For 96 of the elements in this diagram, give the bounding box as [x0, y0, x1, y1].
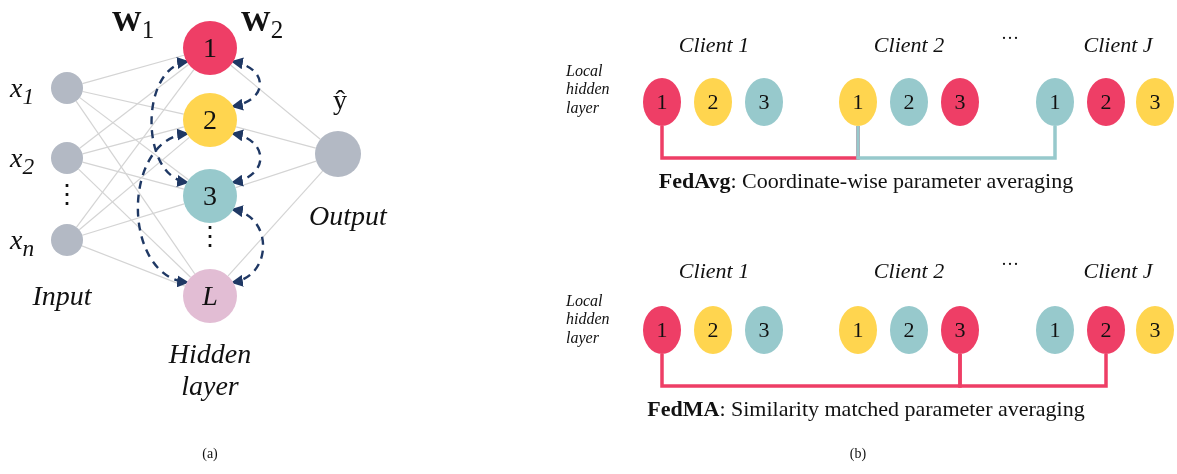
neuron-ellipse: [694, 78, 732, 126]
ellipsis-dots: ⋮: [54, 180, 80, 210]
neuron-ellipse: [1136, 78, 1174, 126]
matching-bracket-line: [958, 354, 1108, 388]
connection-line: [81, 161, 185, 190]
permutation-arrow: [136, 130, 190, 286]
neuron-number: 1: [852, 91, 864, 113]
input-label: x$_{2}$: [9, 142, 35, 180]
neuron-number: 2: [707, 91, 719, 113]
output-neuron: [315, 131, 361, 177]
row-label: Local hidden layer: [566, 292, 611, 348]
connection-line: [235, 126, 317, 149]
neuron-ellipse: [1136, 306, 1174, 354]
neuron-ellipse: [890, 78, 928, 126]
permutation-arrow: [150, 59, 189, 185]
neuron-ellipse: [1087, 306, 1125, 354]
connection-line: [75, 69, 195, 228]
ellipsis-dots: ⋮: [197, 222, 223, 252]
layer-label: Input: [32, 280, 92, 313]
client-label: Client 1: [678, 32, 750, 58]
client-label: Client 1: [678, 258, 750, 284]
permutation-arrow: [230, 130, 262, 186]
client-label: Client 2: [873, 32, 945, 58]
neuron-ellipse: [694, 306, 732, 354]
neuron-number: 2: [1100, 319, 1112, 341]
neuron-number: 3: [954, 91, 966, 113]
method-caption: FedMA: Similarity matched parameter averaging: [647, 396, 1085, 422]
neuron-number: 2: [707, 319, 719, 341]
method-caption: FedAvg: Coordinate-wise parameter averaging: [658, 168, 1074, 194]
matching-bracket-line: [856, 126, 1057, 160]
hidden-neuron: [183, 269, 237, 323]
connection-line: [235, 160, 317, 189]
neuron-ellipse: [745, 306, 783, 354]
weight-label: W$_{1}$: [111, 4, 155, 45]
neuron-ellipse: [941, 78, 979, 126]
hidden-neuron: [183, 21, 237, 75]
input-neuron: [51, 224, 83, 256]
connection-line: [75, 100, 196, 275]
connection-line: [81, 126, 185, 155]
neuron-number: 3: [1149, 91, 1161, 113]
neuron-number: 1: [1049, 91, 1061, 113]
neuron-number: 1: [852, 319, 864, 341]
hidden-neuron: [183, 169, 237, 223]
neuron-ellipse: [839, 306, 877, 354]
connection-line: [81, 54, 185, 85]
input-label: x$_{n}$: [9, 224, 35, 262]
row-label: Local hidden layer: [566, 62, 611, 118]
neuron-number: 2: [203, 106, 217, 134]
connection-line: [81, 203, 185, 236]
panel-label: (b): [849, 446, 867, 463]
neuron-number: 3: [758, 319, 770, 341]
connection-line: [227, 170, 324, 277]
neuron-number: L: [202, 282, 218, 310]
ellipsis-dots: ···: [1001, 254, 1019, 275]
connection-line: [82, 90, 185, 115]
connection-line: [81, 245, 186, 287]
neuron-number: 1: [656, 91, 668, 113]
neuron-number: 1: [1049, 319, 1061, 341]
ellipsis-dots: ···: [1001, 28, 1019, 49]
neuron-number: 3: [954, 319, 966, 341]
weight-label: W$_{2}$: [240, 4, 284, 45]
hidden-neuron: [183, 93, 237, 147]
neuron-number: 1: [203, 34, 217, 62]
neuron-ellipse: [745, 78, 783, 126]
input-neuron: [51, 72, 83, 104]
neuron-number: 2: [903, 319, 915, 341]
layer-label: Output: [309, 200, 387, 233]
neuron-ellipse: [1036, 78, 1074, 126]
neuron-number: 3: [203, 182, 217, 210]
neuron-ellipse: [643, 306, 681, 354]
connection-line: [230, 64, 321, 140]
connection-line: [79, 97, 190, 181]
neuron-ellipse: [941, 306, 979, 354]
connection-line: [77, 168, 192, 278]
permutation-arrow: [230, 58, 262, 110]
client-label: Client 2: [873, 258, 945, 284]
output-label: ŷ: [333, 84, 347, 117]
layer-label: Hidden layer: [167, 338, 253, 403]
neuron-number: 1: [656, 319, 668, 341]
neuron-number: 3: [1149, 319, 1161, 341]
neuron-ellipse: [643, 78, 681, 126]
input-label: x$_{1}$: [9, 72, 35, 110]
connection-line: [79, 63, 190, 149]
neuron-ellipse: [1036, 306, 1074, 354]
neuron-ellipse: [1087, 78, 1125, 126]
connection-line: [78, 136, 190, 231]
neuron-number: 3: [758, 91, 770, 113]
input-neuron: [51, 142, 83, 174]
neuron-number: 2: [1100, 91, 1112, 113]
permutation-arrow: [230, 206, 265, 286]
client-label: Client J: [1083, 32, 1153, 58]
panel-label: (a): [202, 446, 218, 463]
client-label: Client J: [1083, 258, 1153, 284]
neuron-ellipse: [839, 78, 877, 126]
neuron-ellipse: [890, 306, 928, 354]
neuron-number: 2: [903, 91, 915, 113]
